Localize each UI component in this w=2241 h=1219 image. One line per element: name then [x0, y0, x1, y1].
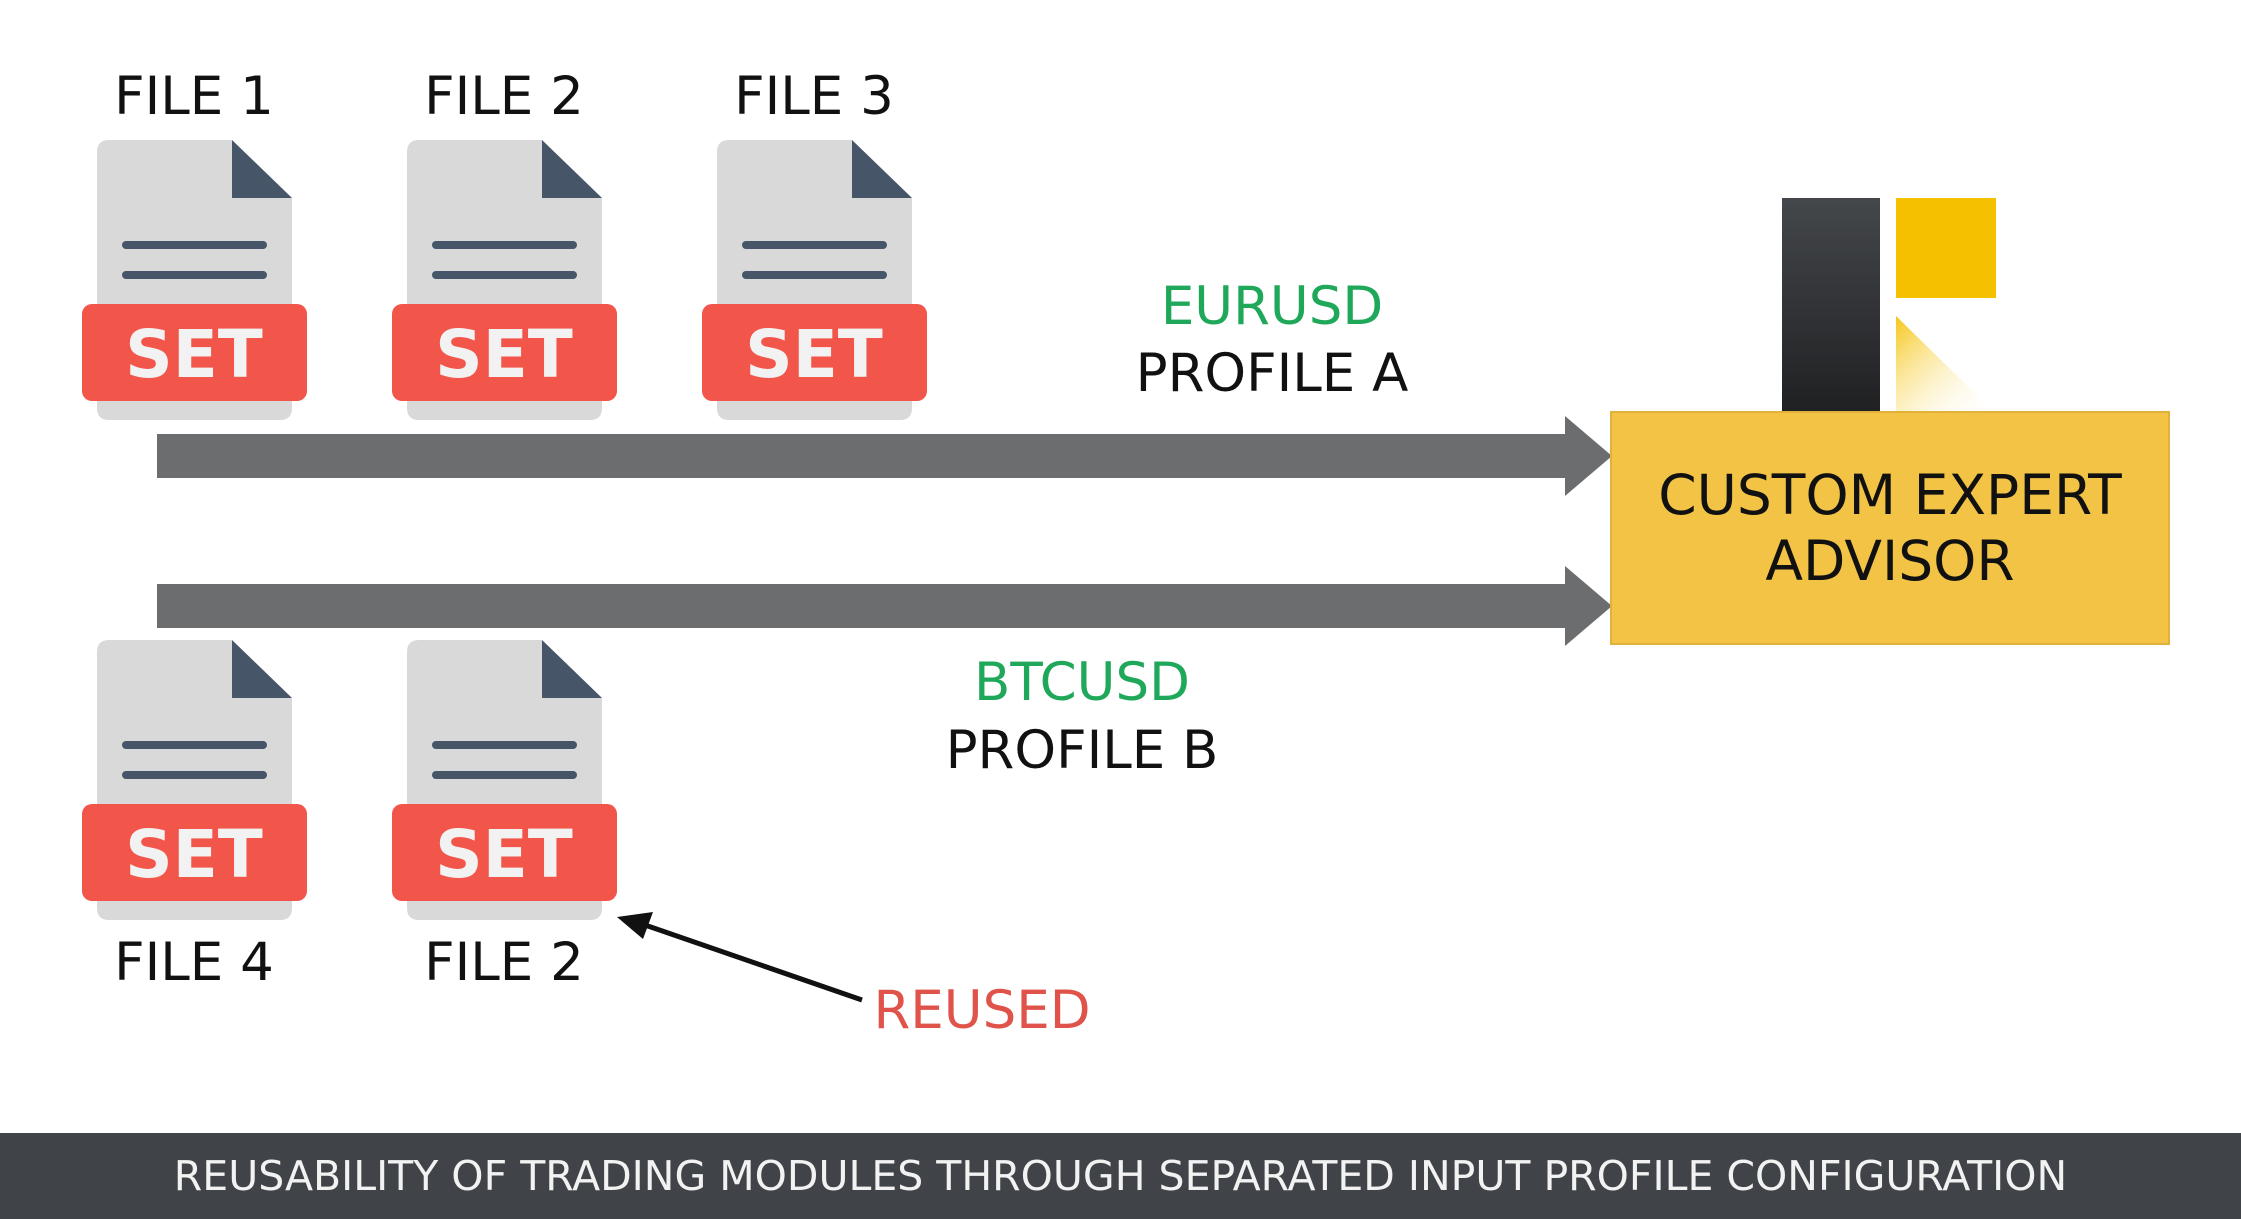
- file-label: FILE 2: [424, 932, 584, 993]
- footer-caption: REUSABILITY OF TRADING MODULES THROUGH S…: [173, 1152, 2068, 1200]
- profile-b-arrow: [157, 566, 1612, 646]
- profile-a-arrow: [157, 416, 1612, 496]
- profile-b-symbol: BTCUSD: [974, 652, 1190, 713]
- set-badge-label: SET: [745, 316, 883, 393]
- set-badge: [702, 304, 927, 401]
- set-badge-label: SET: [125, 816, 263, 893]
- file-label: FILE 1: [114, 66, 274, 127]
- set-badge: [392, 304, 617, 401]
- file-3-top: FILE 3 SET: [702, 66, 927, 420]
- reused-pointer-arrow: [617, 912, 863, 1003]
- file-label: FILE 2: [424, 66, 584, 127]
- profile-a-symbol: EURUSD: [1161, 276, 1383, 337]
- set-badge: [392, 804, 617, 901]
- set-badge-label: SET: [435, 816, 573, 893]
- file-2-top: FILE 2 SET: [392, 66, 617, 420]
- file-label: FILE 4: [114, 932, 274, 993]
- profile-a-name: PROFILE A: [1136, 343, 1409, 404]
- file-4-bottom: SET FILE 4: [82, 640, 307, 993]
- brand-logo-icon: [1782, 198, 1996, 414]
- reused-label: REUSED: [873, 980, 1090, 1041]
- footer-bar: [0, 1133, 2241, 1219]
- set-badge-label: SET: [435, 316, 573, 393]
- set-badge: [82, 804, 307, 901]
- advisor-title-line1: CUSTOM EXPERT: [1658, 463, 2122, 527]
- set-badge: [82, 304, 307, 401]
- file-2-bottom: SET FILE 2: [392, 640, 617, 993]
- set-badge-label: SET: [125, 316, 263, 393]
- advisor-title-line2: ADVISOR: [1765, 529, 2014, 593]
- file-1-top: FILE 1 SET: [82, 66, 307, 420]
- profile-b-name: PROFILE B: [946, 720, 1219, 781]
- file-label: FILE 3: [734, 66, 894, 127]
- custom-expert-advisor-box: CUSTOM EXPERT ADVISOR: [1610, 411, 2170, 645]
